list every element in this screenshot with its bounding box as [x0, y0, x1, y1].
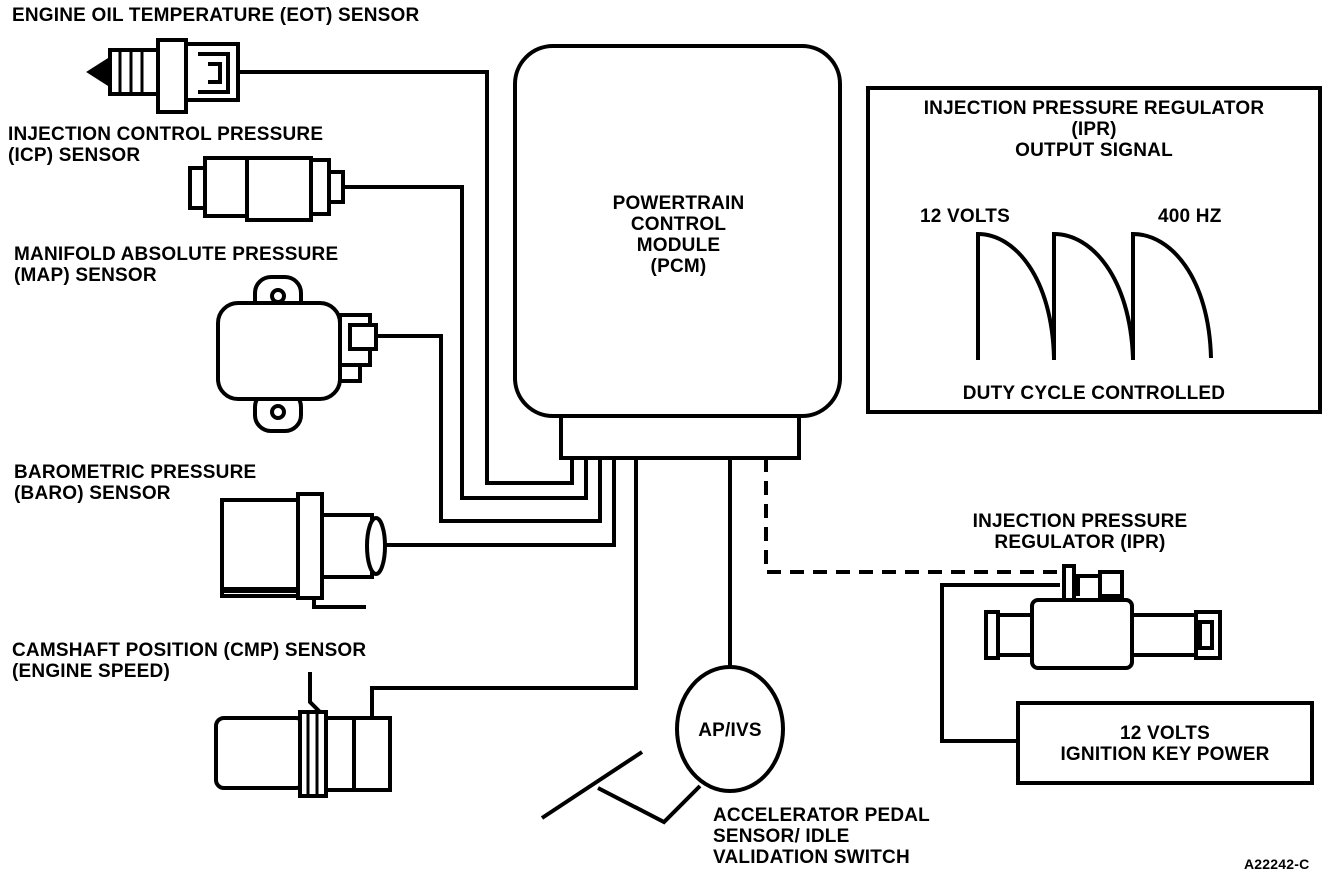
frequency-label: 400 HZ [1158, 206, 1222, 227]
apivs-circle [675, 665, 785, 793]
icp-label-line2: (ICP) SENSOR [8, 145, 141, 166]
cmp-wire [370, 458, 638, 718]
icp-label-line1: INJECTION CONTROL PRESSURE [8, 124, 324, 145]
baro-sensor-icon [220, 492, 387, 609]
cmp-label: CAMSHAFT POSITION (CMP) SENSOR (ENGINE S… [12, 640, 366, 682]
pcm-label: POWERTRAIN CONTROL MODULE (PCM) [565, 193, 792, 277]
pedal-label: ACCELERATOR PEDAL SENSOR/ IDLE VALIDATIO… [713, 805, 930, 868]
ipr-waveform [976, 231, 1213, 360]
eot-wire [238, 70, 574, 485]
map-label-line2: (MAP) SENSOR [14, 265, 157, 286]
cmp-sensor-icon [214, 672, 392, 798]
pedal-label-line1: ACCELERATOR PEDAL [713, 805, 930, 826]
map-label: MANIFOLD ABSOLUTE PRESSURE (MAP) SENSOR [14, 244, 338, 286]
eot-label: ENGINE OIL TEMPERATURE (EOT) SENSOR [12, 5, 420, 26]
icp-label: INJECTION CONTROL PRESSURE (ICP) SENSOR [8, 124, 323, 166]
eot-sensor-icon [86, 38, 240, 114]
pcm-label-line4: (PCM) [650, 256, 707, 277]
baro-label-line1: BAROMETRIC PRESSURE [14, 462, 257, 483]
icp-sensor-icon [188, 156, 345, 222]
ipr-signal-title-line1: INJECTION PRESSURE REGULATOR [923, 98, 1265, 119]
map-wire [376, 334, 602, 523]
pcm-label-line2: CONTROL [630, 214, 727, 235]
voltage-label: 12 VOLTS [920, 206, 1010, 227]
baro-wire [384, 458, 616, 547]
cmp-label-line1: CAMSHAFT POSITION (CMP) SENSOR [12, 640, 367, 661]
ipr-label-line2: REGULATOR (IPR) [994, 532, 1166, 553]
pcm-label-line1: POWERTRAIN [612, 193, 745, 214]
baro-label: BAROMETRIC PRESSURE (BARO) SENSOR [14, 462, 256, 504]
ignition-power-label-line1: 12 VOLTS [1120, 723, 1210, 744]
baro-label-line2: (BARO) SENSOR [14, 483, 171, 504]
ipr-valve-icon [984, 564, 1222, 670]
ignition-power-label-line2: IGNITION KEY POWER [1060, 744, 1270, 765]
apivs-label: AP/IVS [698, 720, 762, 741]
pedal-label-line2: SENSOR/ IDLE [713, 826, 850, 847]
map-label-line1: MANIFOLD ABSOLUTE PRESSURE [14, 244, 339, 265]
ignition-power-label: 12 VOLTS IGNITION KEY POWER [1020, 723, 1310, 765]
ipr-signal-title-line3: OUTPUT SIGNAL [1015, 140, 1173, 161]
pedal-label-line3: VALIDATION SWITCH [713, 847, 910, 868]
ipr-label: INJECTION PRESSURE REGULATOR (IPR) [950, 511, 1210, 553]
accelerator-pedal-icon [540, 750, 702, 825]
ignition-power-box [1016, 701, 1314, 785]
power-wire [940, 583, 1060, 743]
pcm-label-line3: MODULE [636, 235, 721, 256]
ipr-signal-title: INJECTION PRESSURE REGULATOR (IPR) OUTPU… [870, 98, 1318, 161]
ipr-label-line1: INJECTION PRESSURE [972, 511, 1188, 532]
duty-cycle-label: DUTY CYCLE CONTROLLED [962, 383, 1226, 404]
ipr-signal-title-line2: (IPR) [1071, 119, 1117, 140]
cmp-label-line2: (ENGINE SPEED) [12, 661, 170, 682]
icp-wire [343, 185, 588, 500]
pcm-connector [559, 414, 801, 460]
figure-id: A22242-C [1244, 856, 1310, 872]
map-sensor-icon [216, 275, 378, 433]
